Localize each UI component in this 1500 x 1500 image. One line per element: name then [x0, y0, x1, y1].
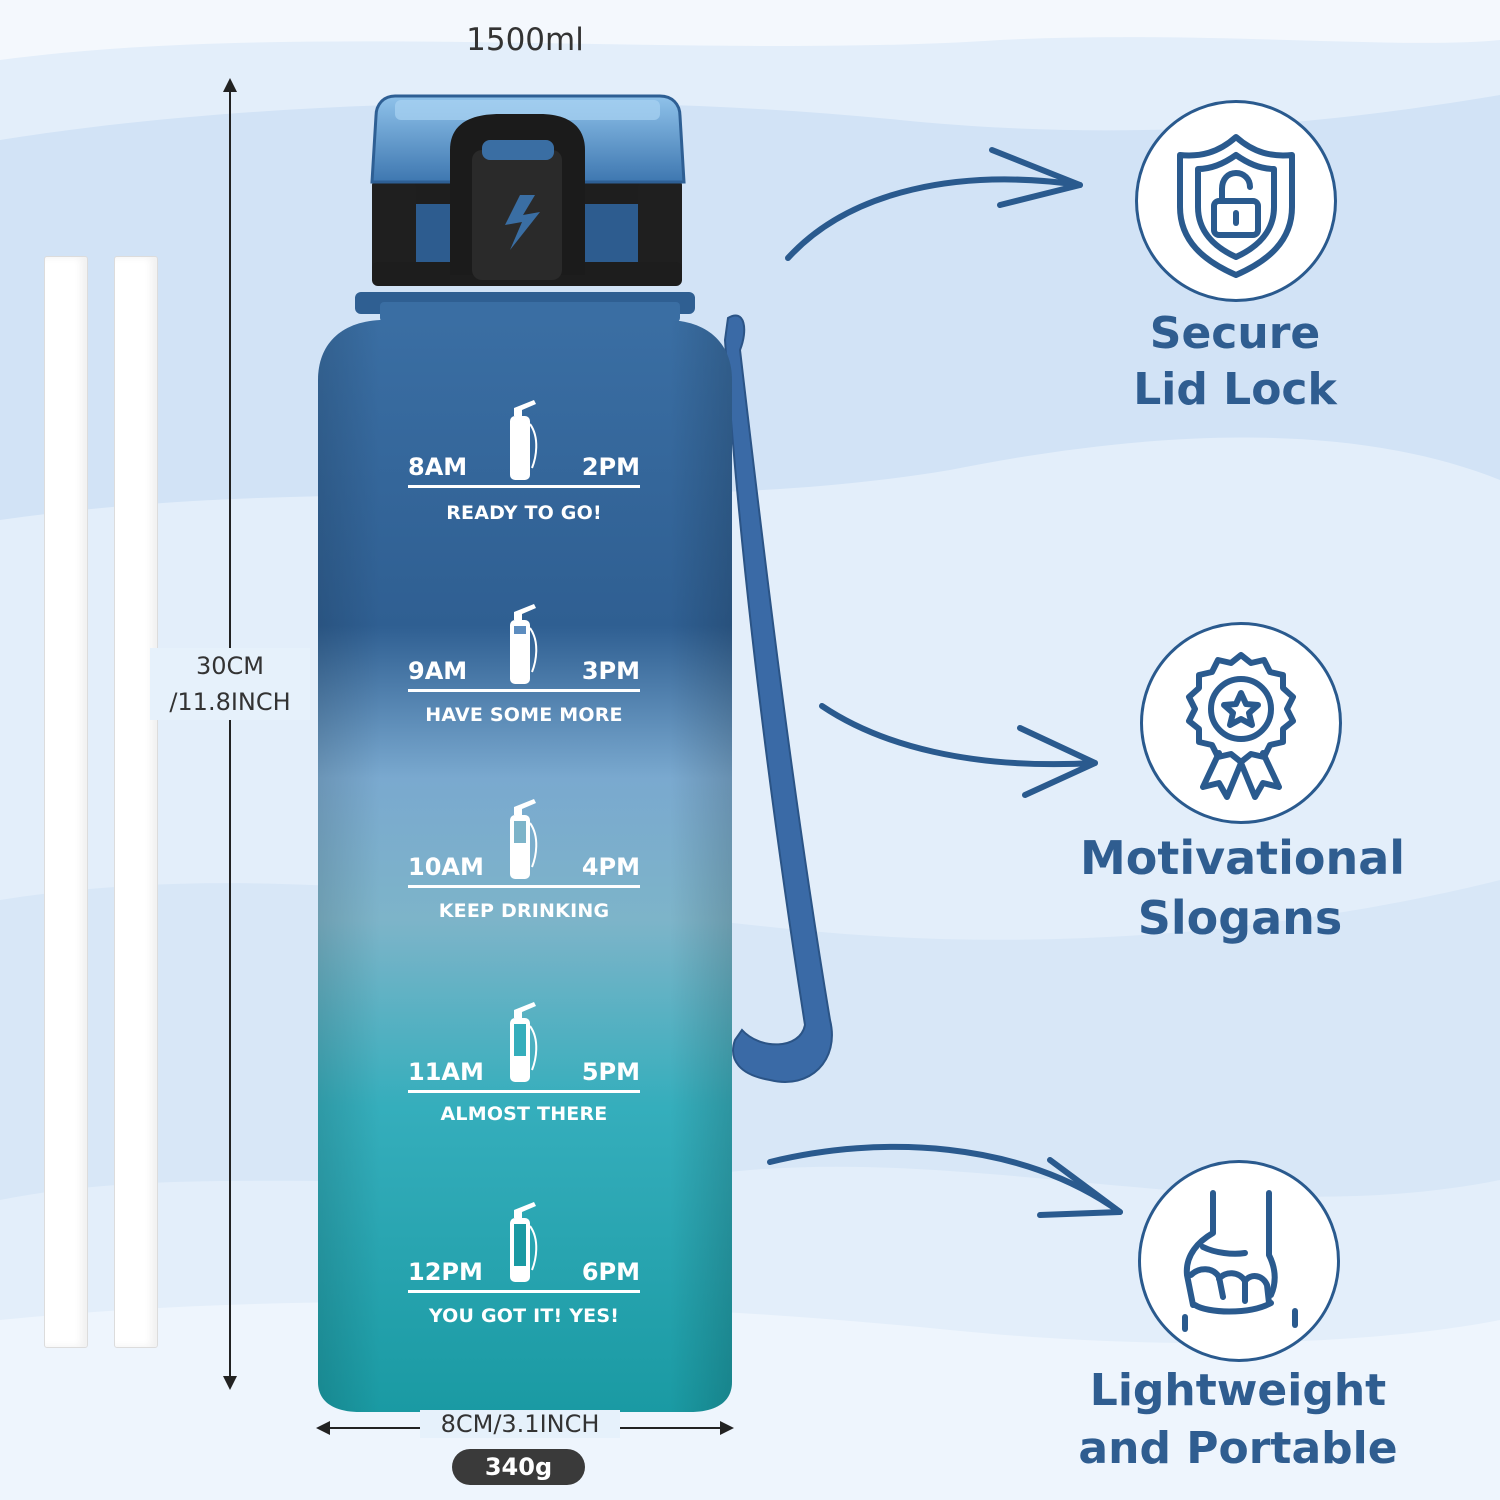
fill-level-bottle-icon: [510, 799, 538, 879]
slogan: KEEP DRINKING: [438, 900, 610, 922]
slogan: HAVE SOME MORE: [425, 704, 623, 726]
end-time: 6PM: [581, 1258, 640, 1286]
marker-line: [408, 485, 640, 488]
marker-line: [408, 689, 640, 692]
arrow-to-secure-lid: [785, 147, 1083, 261]
shield-lock-icon: [1177, 134, 1295, 278]
straw: [114, 256, 158, 1348]
time-marker: 8AM 2PM READY TO GO!: [408, 453, 640, 524]
secure-lid-lock-circle: [1135, 100, 1337, 302]
arrow-to-motivational: [819, 703, 1098, 798]
end-time: 2PM: [581, 453, 640, 481]
height-dimension-arrow: [223, 78, 237, 1390]
lightweight-portable-label: Lightweight and Portable: [1078, 1365, 1398, 1474]
slogan: READY TO GO!: [446, 502, 602, 524]
secure-lid-lock-label: Secure Lid Lock: [1133, 308, 1337, 415]
fill-level-bottle-icon: [510, 604, 538, 684]
marker-line: [408, 1090, 640, 1093]
time-marker: 11AM 5PM ALMOST THERE: [408, 1058, 640, 1125]
weight-badge: 340g: [452, 1449, 585, 1485]
capacity-label: 1500ml: [466, 22, 584, 58]
lightweight-portable-circle: [1138, 1160, 1340, 1362]
end-time: 5PM: [581, 1058, 640, 1086]
time-marker: 10AM 4PM KEEP DRINKING: [408, 853, 640, 922]
start-time: 8AM: [408, 453, 468, 481]
motivational-slogans-label: Motivational Slogans: [1080, 831, 1406, 945]
slogan: YOU GOT IT! YES!: [428, 1305, 620, 1327]
start-time: 12PM: [408, 1258, 483, 1286]
feature-arrows: [767, 147, 1123, 1218]
arrow-to-lightweight: [767, 1143, 1123, 1218]
end-time: 3PM: [581, 657, 640, 685]
start-time: 11AM: [408, 1058, 484, 1086]
fill-level-bottle-icon: [510, 1002, 538, 1082]
marker-line: [408, 1290, 640, 1293]
start-time: 10AM: [408, 853, 484, 881]
height-label: 30CM /11.8INCH: [150, 648, 310, 720]
straw: [44, 256, 88, 1348]
start-time: 9AM: [408, 657, 468, 685]
award-badge-icon: [1186, 652, 1296, 800]
time-marker: 9AM 3PM HAVE SOME MORE: [408, 657, 640, 726]
motivational-slogans-circle: [1140, 622, 1342, 824]
slogan: ALMOST THERE: [440, 1103, 608, 1125]
fill-level-bottle-icon: [510, 1202, 538, 1282]
time-marker: 12PM 6PM YOU GOT IT! YES!: [408, 1258, 640, 1327]
width-label: 8CM/3.1INCH: [420, 1410, 620, 1438]
fill-level-bottle-icon: [510, 400, 538, 480]
hand-grip-icon: [1182, 1190, 1298, 1332]
end-time: 4PM: [581, 853, 640, 881]
marker-line: [408, 885, 640, 888]
